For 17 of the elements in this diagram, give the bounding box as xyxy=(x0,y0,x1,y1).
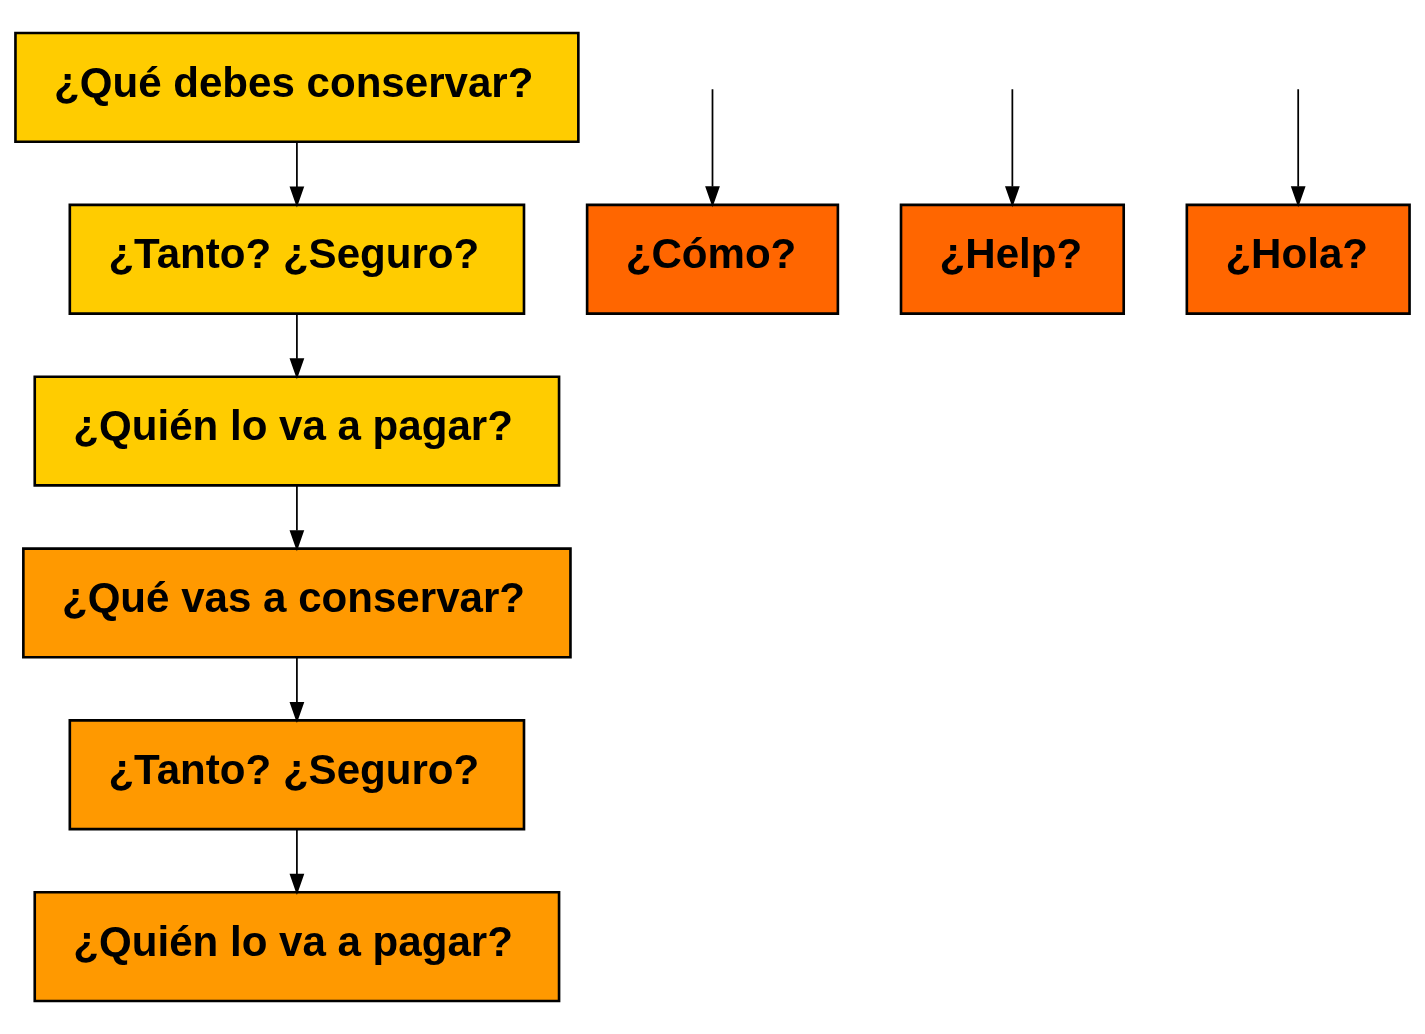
node-box: ¿Tanto? ¿Seguro? xyxy=(68,719,526,831)
arrow xyxy=(289,828,305,895)
arrow xyxy=(705,88,720,208)
node-box: ¿Hola? xyxy=(1185,203,1411,315)
node-box: ¿Tanto? ¿Seguro? xyxy=(68,203,526,315)
node-box: ¿Help? xyxy=(899,203,1126,315)
arrow xyxy=(289,141,305,208)
node-box: ¿Quién lo va a pagar? xyxy=(33,375,561,487)
node-box: ¿Qué vas a conservar? xyxy=(22,547,572,659)
node-box: ¿Quién lo va a pagar? xyxy=(33,890,561,1003)
arrow xyxy=(1290,88,1306,208)
arrow xyxy=(289,312,305,380)
arrow xyxy=(289,656,305,724)
arrow xyxy=(289,484,305,552)
node-box: ¿Cómo? xyxy=(585,203,840,315)
arrow xyxy=(1005,88,1020,208)
node-box: ¿Qué debes conservar? xyxy=(14,31,580,144)
